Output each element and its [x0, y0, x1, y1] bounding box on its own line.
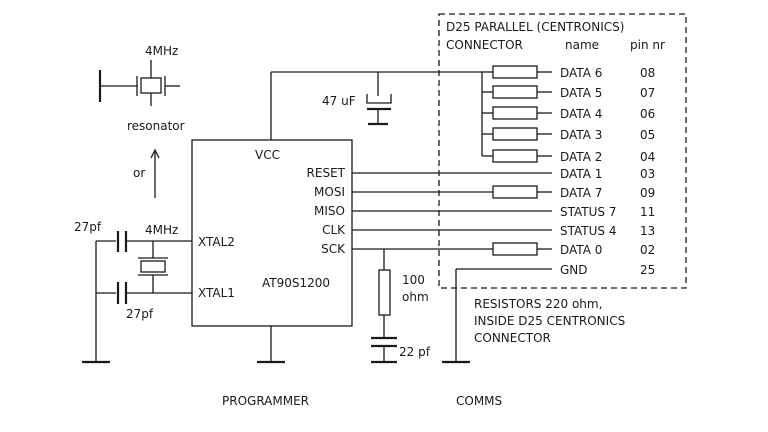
- capacitor-47uf: [366, 72, 392, 126]
- resistor-note-line2: INSIDE D25 CENTRONICS: [474, 314, 625, 328]
- signal-name: STATUS 4: [560, 224, 616, 238]
- resistor-note-line1: RESISTORS 220 ohm,: [474, 297, 602, 311]
- signal-name: DATA 7: [560, 186, 602, 200]
- signal-pin: 05: [640, 128, 655, 142]
- signal-pin: 06: [640, 107, 655, 121]
- resonator-symbol: [98, 60, 180, 106]
- signal-pin: 07: [640, 86, 655, 100]
- resistor-note-line3: CONNECTOR: [474, 331, 551, 345]
- capacitor-22pf-label: 22 pf: [399, 345, 431, 359]
- comms-ground: [442, 268, 552, 364]
- signal-name: STATUS 7: [560, 205, 616, 219]
- signal-name: DATA 2: [560, 150, 602, 164]
- programmer-label: PROGRAMMER: [222, 394, 309, 408]
- column-header-pin: pin nr: [630, 38, 665, 52]
- chip-ground: [257, 326, 285, 364]
- connector-title-line2: CONNECTOR: [446, 38, 523, 52]
- signal-pin: 13: [640, 224, 655, 238]
- cap-label-top: 27pf: [74, 220, 102, 234]
- signal-name: DATA 1: [560, 167, 602, 181]
- pullup-resistors: [482, 65, 552, 163]
- signal-name: DATA 0: [560, 243, 602, 257]
- chip-pin-miso: MISO: [314, 204, 345, 218]
- resonator-frequency: 4MHz: [145, 44, 178, 58]
- resonator-label: resonator: [127, 119, 185, 133]
- microcontroller-chip: [191, 139, 353, 327]
- signal-name: GND: [560, 263, 588, 277]
- signal-pin: 03: [640, 167, 655, 181]
- sck-rc-filter: [371, 249, 397, 364]
- connector-title-line1: D25 PARALLEL (CENTRONICS): [446, 20, 624, 34]
- signal-pin: 11: [640, 205, 655, 219]
- capacitor-47uf-label: 47 uF: [322, 94, 356, 108]
- alternative-arrow: [150, 148, 160, 198]
- signal-name: DATA 4: [560, 107, 602, 121]
- crystal-circuit: [82, 231, 192, 364]
- signal-pin: 09: [640, 186, 655, 200]
- signal-name: DATA 6: [560, 66, 602, 80]
- or-label: or: [133, 166, 145, 180]
- chip-pin-reset: RESET: [307, 166, 346, 180]
- chip-pin-xtal1: XTAL1: [198, 286, 235, 300]
- signal-pin: 02: [640, 243, 655, 257]
- cap-label-bottom: 27pf: [126, 307, 154, 321]
- vcc-rail: [270, 71, 483, 156]
- connector-outline: [438, 13, 687, 289]
- crystal-frequency: 4MHz: [145, 223, 178, 237]
- column-header-name: name: [565, 38, 599, 52]
- chip-pin-xtal2: XTAL2: [198, 235, 235, 249]
- chip-part-number: AT90S1200: [262, 276, 330, 290]
- signal-name: DATA 5: [560, 86, 602, 100]
- signal-pin: 04: [640, 150, 655, 164]
- chip-vcc-label: VCC: [255, 148, 280, 162]
- signal-pin: 08: [640, 66, 655, 80]
- chip-pin-clk: CLK: [322, 223, 346, 237]
- resistor-100-unit: ohm: [402, 290, 429, 304]
- resistor-100-value: 100: [402, 273, 425, 287]
- chip-pin-mosi: MOSI: [314, 185, 345, 199]
- chip-pin-sck: SCK: [321, 242, 346, 256]
- signal-wires: [352, 172, 552, 256]
- signal-pin: 25: [640, 263, 655, 277]
- signal-name: DATA 3: [560, 128, 602, 142]
- comms-label: COMMS: [456, 394, 502, 408]
